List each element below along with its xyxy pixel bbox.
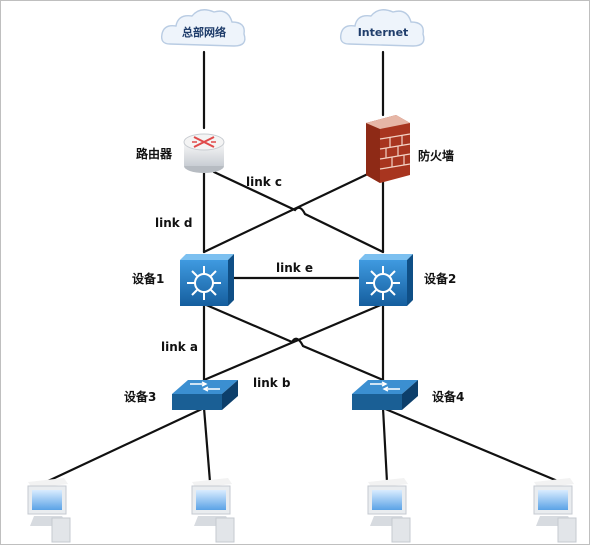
wire-router-device2: [212, 170, 385, 254]
switch-icon: [172, 380, 238, 410]
wire-device3-pc1: [44, 406, 206, 484]
router-icon: [183, 133, 225, 173]
pc-icon: [533, 478, 577, 543]
device4-label: 设备4: [432, 389, 464, 404]
link-d-label: link d: [155, 216, 193, 230]
firewall: [366, 115, 411, 183]
cloud-icon: [160, 9, 246, 47]
switch-icon: [352, 380, 418, 410]
link-b-label: link b: [253, 376, 291, 390]
router-label: 路由器: [136, 146, 173, 161]
cloud-icon: [339, 9, 425, 47]
firewall-icon: [366, 115, 411, 183]
cloud-hq-label: 总部网络: [182, 25, 226, 39]
l3-switch-icon: [180, 254, 234, 306]
wires: [44, 50, 562, 484]
device4: [352, 380, 418, 410]
wire-device2-device3: [202, 302, 385, 382]
device1-label: 设备1: [132, 271, 164, 286]
pc-icon: [367, 478, 411, 543]
wire-device4-pc4: [381, 406, 562, 484]
cloud-internet-label: Internet: [358, 26, 409, 39]
cloud-hq: 总部网络: [160, 9, 246, 47]
link-a-label: link a: [161, 340, 198, 354]
link-c-label: link c: [246, 175, 282, 189]
l3-switch-icon: [359, 254, 413, 306]
router: [183, 133, 225, 173]
pc-4: [533, 478, 577, 543]
device2: [359, 254, 413, 306]
wire-firewall-device1: [202, 170, 374, 254]
pc-3: [367, 478, 411, 543]
device3-label: 设备3: [124, 389, 156, 404]
pc-icon: [191, 478, 235, 543]
pc-1: [27, 478, 71, 543]
wire-device3-pc2: [202, 406, 212, 484]
link-e-label: link e: [276, 261, 313, 275]
device3: [172, 380, 238, 410]
pc-2: [191, 478, 235, 543]
wire-device4-pc3: [381, 406, 389, 484]
firewall-label: 防火墙: [418, 148, 454, 163]
pc-icon: [27, 478, 71, 543]
device2-label: 设备2: [424, 271, 456, 286]
device1: [180, 254, 234, 306]
cloud-internet: Internet: [339, 9, 425, 47]
